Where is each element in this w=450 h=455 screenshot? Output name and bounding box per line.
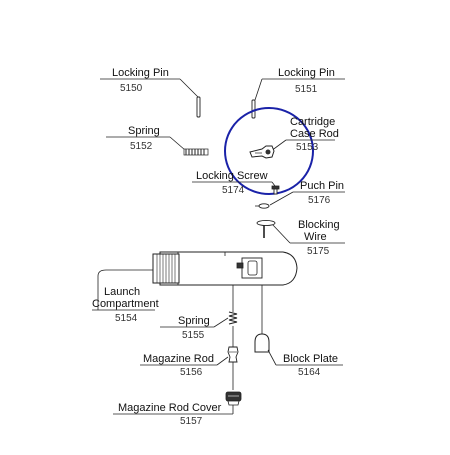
callout-magazine-rod-cover-5157: Magazine Rod Cover 5157 [113,402,234,427]
leader-line [267,349,277,366]
number-launch-compartment: 5154 [115,313,138,324]
number-spring-top: 5152 [130,141,153,152]
number-block-plate: 5164 [298,367,321,378]
label-spring-top: Spring [128,125,160,137]
label-locking-pin-right: Locking Pin [278,67,335,79]
callout-block-plate-5164: Block Plate 5164 [267,349,343,378]
callout-spring-5152: Spring 5152 [106,125,186,152]
callout-blocking-wire-5175: Blocking Wire 5175 [271,219,345,257]
cartridge-case-rod-part [249,145,275,159]
label-puch-pin: Puch Pin [300,180,344,192]
label-cartridge-line2: Case Rod [290,128,339,140]
number-locking-screw: 5174 [222,185,245,196]
number-blocking-wire: 5175 [307,246,330,257]
leader-line [271,223,291,244]
spring-bottom-part [228,311,238,325]
label-launch-line2: Compartment [92,298,159,310]
magazine-rod-cover-part [225,391,242,406]
locking-pin-left-part [196,96,201,118]
callout-puch-pin-5176: Puch Pin 5176 [269,180,345,206]
leader-line [179,78,199,98]
puch-pin-part [255,203,270,209]
label-locking-screw: Locking Screw [196,170,268,182]
label-magazine-rod-cover: Magazine Rod Cover [118,402,222,414]
magazine-rod-part [227,326,239,390]
leader-line [169,136,186,151]
number-puch-pin: 5176 [308,195,331,206]
label-spring-bottom: Spring [178,315,210,327]
callout-locking-pin-5151: Locking Pin 5151 [254,67,345,101]
label-block-plate: Block Plate [283,353,338,365]
highlight-circle [224,107,314,195]
locking-screw-part [271,185,280,195]
spring-top-part [183,148,209,156]
label-locking-pin-left: Locking Pin [112,67,169,79]
callout-locking-pin-5150: Locking Pin 5150 [100,67,199,98]
callout-locking-screw-5174: Locking Screw 5174 [192,170,276,196]
number-locking-pin-left: 5150 [120,83,143,94]
callout-cartridge-case-rod-5153: Cartridge Case Rod 5153 [270,116,339,153]
launch-compartment-body [152,251,298,334]
leader-line [254,78,263,101]
callout-spring-5155: Spring 5155 [160,315,229,341]
leader-line [271,181,276,187]
threaded-end [152,253,180,284]
label-launch-line1: Launch [104,286,140,298]
number-magazine-rod-cover: 5157 [180,416,203,427]
callout-magazine-rod-5156: Magazine Rod 5156 [140,353,229,378]
label-cartridge-line1: Cartridge [290,116,335,128]
number-spring-bottom: 5155 [182,330,205,341]
locking-pin-right-part [251,99,256,119]
leader-line [269,191,294,206]
callout-launch-compartment-5154: Launch Compartment 5154 [92,269,159,324]
leader-line [97,269,153,310]
leader-line [216,356,229,366]
body-slot [236,257,263,279]
label-magazine-rod: Magazine Rod [143,353,214,365]
number-cartridge-case-rod: 5153 [296,142,319,153]
number-locking-pin-right: 5151 [295,84,318,95]
label-blocking-wire-line1: Blocking [298,219,340,231]
label-blocking-wire-line2: Wire [304,231,327,243]
block-plate-part [254,333,270,353]
leader-line [213,317,229,328]
blocking-wire-part [256,219,276,238]
number-magazine-rod: 5156 [180,367,203,378]
